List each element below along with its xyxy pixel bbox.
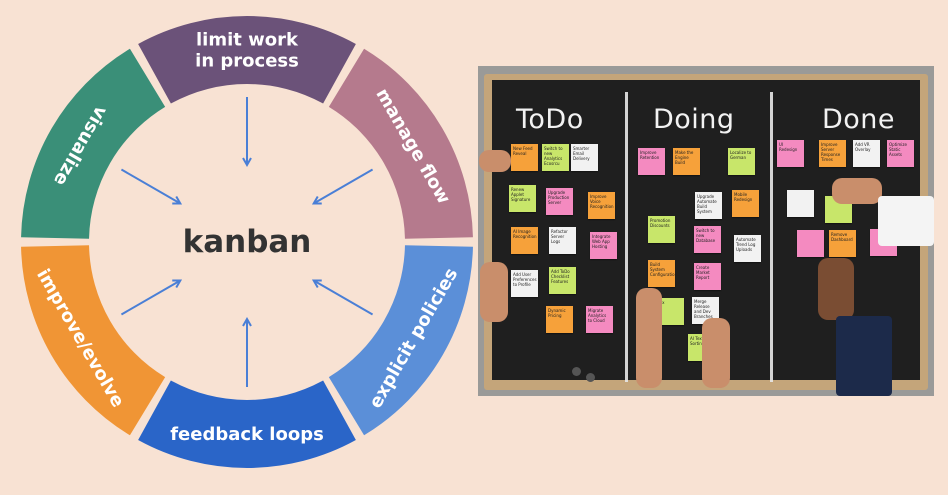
sticky-note: Optimize Static Assets bbox=[887, 140, 914, 167]
sticky-note: Integrate Web App Hosting bbox=[590, 232, 617, 259]
segment-label: feedback loops bbox=[170, 424, 324, 445]
column-title-done: Done bbox=[822, 104, 896, 135]
sticky-note: Refactor Server Logs bbox=[549, 227, 576, 254]
hand bbox=[832, 178, 882, 204]
sticky-note: Migrate Analytics to Cloud bbox=[586, 306, 613, 333]
navy-sleeve bbox=[836, 316, 892, 396]
magnet bbox=[586, 373, 595, 382]
sticky-note: Automate Trend Log Uploads bbox=[734, 235, 761, 262]
sticky-note: Remove Dashboard bbox=[829, 230, 856, 257]
sticky-note: Localize to German bbox=[728, 148, 755, 175]
magnet bbox=[572, 367, 581, 376]
sticky-note: AI Image Recognition bbox=[511, 227, 538, 254]
sticky-note: Smarter Email Delivery bbox=[571, 144, 598, 171]
sticky-note bbox=[797, 230, 824, 257]
sticky-note: Mobile Redesign bbox=[732, 190, 759, 217]
column-title-doing: Doing bbox=[653, 104, 735, 135]
sticky-note: Improve Server Response Times bbox=[819, 140, 846, 167]
hand bbox=[636, 288, 662, 388]
sticky-note: Upgrade Automate Build System bbox=[695, 192, 722, 219]
inward-arrow bbox=[315, 281, 374, 316]
inward-arrow bbox=[315, 168, 374, 204]
column-divider bbox=[625, 92, 628, 382]
hand bbox=[702, 318, 730, 388]
sticky-note: New Feed Reveal bbox=[511, 144, 538, 171]
column-divider bbox=[770, 92, 773, 382]
sticky-note: Add ToDo Checklist Features bbox=[549, 267, 576, 294]
center-label-kanban: kanban bbox=[183, 224, 312, 260]
wheel-segment bbox=[21, 48, 166, 239]
sticky-note: Build System Configuration bbox=[648, 260, 675, 287]
sticky-note: Improve Voice Recognition bbox=[588, 192, 615, 219]
sticky-note bbox=[787, 190, 814, 217]
sticky-note: Upgrade Production Server bbox=[546, 188, 573, 215]
inward-arrow bbox=[120, 281, 179, 316]
sticky-note: Add User Preferences to Profile bbox=[511, 270, 538, 297]
wheel-segment bbox=[328, 48, 473, 239]
sticky-note: Make the Engine Build bbox=[673, 148, 700, 175]
wheel-segment bbox=[138, 380, 356, 468]
hand bbox=[479, 150, 511, 172]
wheel-segment bbox=[328, 245, 473, 436]
sticky-note: Switch to new Database bbox=[694, 226, 721, 253]
sticky-note: Promotion Discounts bbox=[648, 216, 675, 243]
sticky-note: Add VR Overlay bbox=[853, 140, 880, 167]
sticky-note: Switch to new Analytics Ecosrcu bbox=[542, 144, 569, 171]
column-title-todo: ToDo bbox=[516, 104, 584, 135]
wheel-segment bbox=[21, 245, 166, 436]
sticky-note: Renew Applet Signature bbox=[509, 185, 536, 212]
sticky-note: UI Redesign bbox=[777, 140, 804, 167]
hand bbox=[818, 258, 854, 320]
white-sleeve bbox=[878, 196, 934, 246]
sticky-note: Dynamic Pricing bbox=[546, 306, 573, 333]
sticky-note: Improve Retention bbox=[638, 148, 665, 175]
inward-arrow bbox=[120, 168, 179, 204]
hand bbox=[480, 262, 508, 322]
wheel-segment bbox=[138, 16, 356, 104]
sticky-note: Create Market Report bbox=[694, 263, 721, 290]
